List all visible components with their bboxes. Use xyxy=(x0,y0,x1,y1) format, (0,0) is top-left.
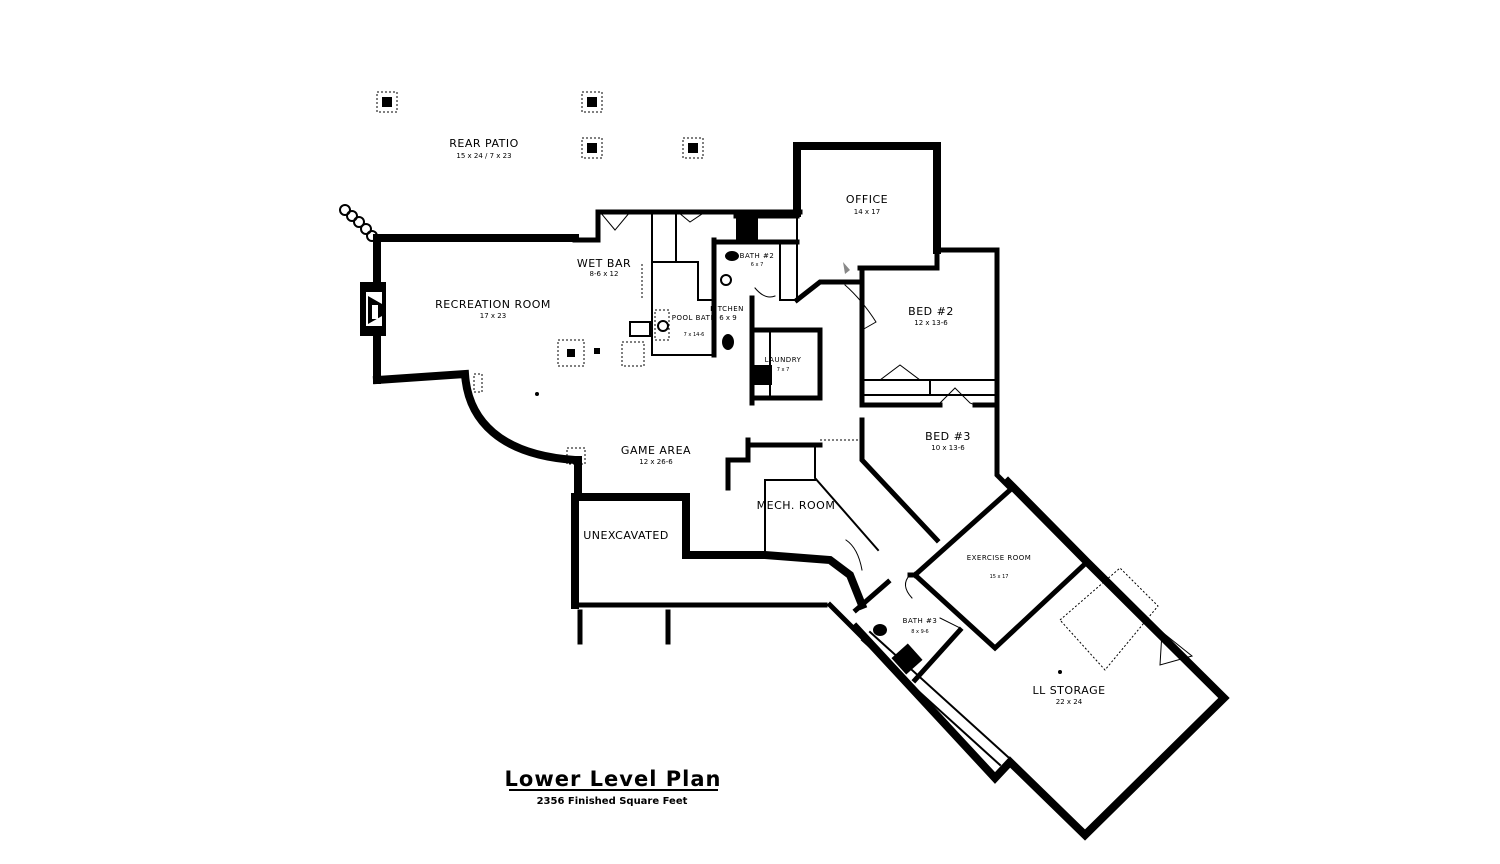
plan-title: Lower Level Plan xyxy=(505,767,722,791)
room-dims-game-area: 12 x 26-6 xyxy=(639,458,673,466)
fixtures xyxy=(473,251,1159,674)
room-dims-exercise-room: 15 x 17 xyxy=(990,574,1009,580)
plan-subtitle: 2356 Finished Square Feet xyxy=(537,796,688,807)
room-name-kitchen: KITCHEN xyxy=(710,305,744,313)
interior-walls xyxy=(651,212,1091,767)
exterior-walls xyxy=(372,142,1230,841)
room-name-recreation-room: RECREATION ROOM xyxy=(435,298,551,311)
patio-posts xyxy=(376,91,704,159)
room-dims-bath-2: 6 x 7 xyxy=(751,262,764,268)
room-name-laundry: LAUNDRY xyxy=(765,356,802,364)
room-dims-recreation-room: 17 x 23 xyxy=(480,312,506,320)
room-name-ll-storage: LL STORAGE xyxy=(1032,684,1105,697)
room-name-exercise-room: EXERCISE ROOM xyxy=(967,554,1032,562)
room-name-rear-patio: REAR PATIO xyxy=(449,137,518,150)
doors xyxy=(599,211,1194,666)
room-dims-bed-3: 10 x 13-6 xyxy=(931,444,965,452)
room-name-wet-bar: WET BAR xyxy=(577,257,631,270)
room-dims-bath-3: 8 x 9-6 xyxy=(911,629,929,635)
room-dims-wet-bar: 8-6 x 12 xyxy=(590,270,619,278)
room-dims-bed-2: 12 x 13-6 xyxy=(914,319,948,327)
room-dims-kitchen: 6 x 9 xyxy=(719,314,737,322)
room-name-bath-3: BATH #3 xyxy=(903,617,938,625)
room-dims-pool-bath: 7 x 14-6 xyxy=(684,332,705,338)
room-name-bath-2: BATH #2 xyxy=(740,252,775,260)
room-name-bed-3: BED #3 xyxy=(925,430,971,443)
room-dims-rear-patio: 15 x 24 / 7 x 23 xyxy=(456,152,511,160)
room-dims-laundry: 7 x 7 xyxy=(777,367,790,373)
title-block: Lower Level Plan 2356 Finished Square Fe… xyxy=(505,767,722,807)
fireplace xyxy=(360,282,386,336)
room-name-mech-room: MECH. ROOM xyxy=(757,499,836,512)
room-name-pool-bath: POOL BATH xyxy=(672,314,716,322)
room-dims-ll-storage: 22 x 24 xyxy=(1056,698,1083,706)
room-labels: REAR PATIO 15 x 24 / 7 x 23 OFFICE 14 x … xyxy=(435,137,1105,706)
room-name-game-area: GAME AREA xyxy=(621,444,691,457)
bay-window-left xyxy=(339,204,378,242)
room-name-office: OFFICE xyxy=(846,193,888,206)
room-name-unexcavated: UNEXCAVATED xyxy=(583,529,669,542)
room-dims-office: 14 x 17 xyxy=(854,208,880,216)
room-name-bed-2: BED #2 xyxy=(908,305,954,318)
